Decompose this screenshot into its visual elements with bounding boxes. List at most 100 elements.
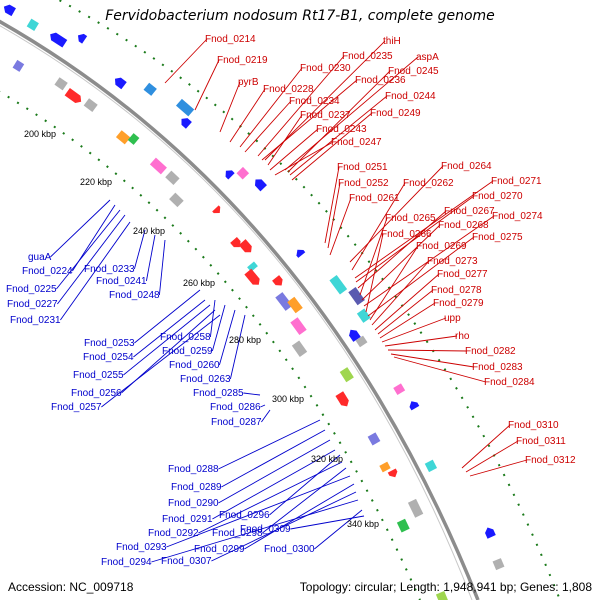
forward-label-connector: [219, 81, 241, 133]
reverse-gene-feature: [26, 18, 39, 31]
forward-gene-label: Fnod_0251: [337, 162, 388, 173]
forward-gene-label: Fnod_0271: [491, 176, 542, 187]
reverse-label-connector: [166, 475, 351, 548]
forward-gene-feature: [387, 468, 398, 478]
forward-label-connector: [461, 424, 511, 469]
forward-label-connector: [267, 114, 303, 166]
reverse-gene-label: Fnod_0288: [168, 464, 219, 475]
forward-label-connector: [164, 38, 208, 84]
reverse-label-connector: [261, 409, 271, 423]
forward-gene-label: rho: [455, 331, 470, 342]
forward-gene-feature: [165, 170, 180, 185]
forward-label-connector: [194, 59, 220, 111]
forward-gene-label: Fnod_0228: [263, 84, 314, 95]
forward-gene-feature: [127, 133, 140, 145]
forward-gene-feature: [290, 317, 307, 335]
forward-label-connector: [469, 459, 528, 477]
reverse-label-connector: [60, 221, 131, 321]
forward-gene-label: aspA: [416, 52, 439, 63]
kbp-tick-label: 280 kbp: [229, 335, 261, 345]
forward-label-connector: [349, 165, 444, 263]
reverse-gene-feature: [424, 459, 438, 473]
reverse-gene-label: Fnod_0257: [51, 402, 102, 413]
reverse-label-connector: [229, 314, 246, 380]
forward-gene-label: Fnod_0262: [403, 178, 454, 189]
forward-gene-feature: [169, 192, 184, 208]
reverse-gene-feature: [225, 170, 235, 180]
reverse-label-connector: [243, 392, 261, 396]
reverse-gene-label: Fnod_0309: [240, 524, 291, 535]
forward-gene-label: Fnod_0284: [484, 377, 535, 388]
accession-text: Accession: NC_009718: [8, 580, 134, 594]
reverse-gene-label: Fnod_0256: [71, 388, 122, 399]
forward-label-connector: [289, 95, 388, 176]
forward-gene-label: Fnod_0283: [472, 362, 523, 373]
forward-label-connector: [369, 245, 419, 321]
reverse-gene-label: Fnod_0253: [84, 338, 135, 349]
reverse-gene-label: Fnod_0233: [84, 264, 135, 275]
forward-gene-feature: [212, 205, 221, 214]
forward-gene-feature: [287, 296, 303, 314]
forward-label-connector: [257, 55, 345, 157]
reverse-gene-feature: [77, 33, 88, 44]
forward-gene-label: Fnod_0312: [525, 455, 576, 466]
forward-gene-label: Fnod_0245: [388, 66, 439, 77]
kbp-tick-label: 320 kbp: [311, 454, 343, 464]
reverse-gene-feature: [348, 286, 365, 306]
genome-summary-text: Topology: circular; Length: 1,948,941 bp…: [299, 580, 592, 594]
reverse-gene-label: Fnod_0286: [210, 402, 261, 413]
reverse-gene-label: Fnod_0294: [101, 557, 152, 568]
forward-label-connector: [287, 70, 391, 173]
forward-gene-feature: [238, 239, 252, 253]
forward-gene-label: Fnod_0273: [427, 256, 478, 267]
reverse-gene-feature: [492, 558, 505, 571]
reverse-label-connector: [56, 209, 121, 290]
reverse-label-connector: [134, 289, 201, 344]
reverse-label-connector: [101, 314, 221, 408]
forward-gene-label: pyrB: [238, 77, 259, 88]
forward-label-connector: [354, 180, 494, 279]
reverse-label-connector: [133, 229, 146, 270]
reverse-label-connector: [198, 461, 343, 534]
reverse-gene-label: Fnod_0296: [219, 510, 270, 521]
forward-label-connector: [357, 210, 447, 289]
forward-gene-label: Fnod_0243: [316, 124, 367, 135]
forward-gene-feature: [379, 461, 391, 473]
reverse-label-connector: [211, 304, 226, 352]
forward-gene-label: thiH: [383, 36, 401, 47]
reverse-gene-label: Fnod_0255: [73, 370, 124, 381]
forward-gene-label: Fnod_0274: [492, 211, 543, 222]
forward-label-connector: [371, 260, 430, 326]
reverse-label-connector: [221, 429, 326, 488]
forward-label-connector: [324, 166, 340, 244]
forward-gene-feature: [230, 236, 241, 248]
forward-label-connector: [239, 67, 303, 148]
forward-gene-label: Fnod_0261: [349, 193, 400, 204]
forward-label-connector: [329, 197, 352, 256]
reverse-gene-label: Fnod_0259: [162, 346, 213, 357]
reverse-label-connector: [211, 491, 357, 562]
reverse-gene-label: Fnod_0241: [96, 276, 147, 287]
reverse-gene-label: Fnod_0231: [10, 315, 61, 326]
forward-gene-feature: [407, 498, 424, 518]
reverse-gene-label: Fnod_0307: [161, 556, 212, 567]
forward-gene-label: Fnod_0235: [342, 51, 393, 62]
reverse-gene-label: Fnod_0224: [22, 266, 73, 277]
reverse-label-connector: [57, 214, 126, 305]
forward-gene-label: Fnod_0278: [431, 285, 482, 296]
forward-label-connector: [393, 356, 487, 383]
reverse-gene-label: guaA: [28, 252, 52, 263]
kbp-tick-label: 340 kbp: [347, 519, 379, 529]
reverse-gene-label: Fnod_0293: [116, 542, 167, 553]
reverse-label-connector: [212, 449, 336, 520]
forward-gene-label: Fnod_0282: [465, 346, 516, 357]
forward-gene-label: Fnod_0234: [289, 96, 340, 107]
reverse-gene-feature: [349, 329, 361, 342]
forward-gene-label: Fnod_0310: [508, 420, 559, 431]
forward-label-connector: [269, 128, 319, 171]
reverse-label-connector: [314, 509, 363, 550]
reverse-gene-feature: [329, 274, 348, 295]
forward-gene-feature: [435, 591, 450, 600]
reverse-label-connector: [123, 304, 211, 376]
